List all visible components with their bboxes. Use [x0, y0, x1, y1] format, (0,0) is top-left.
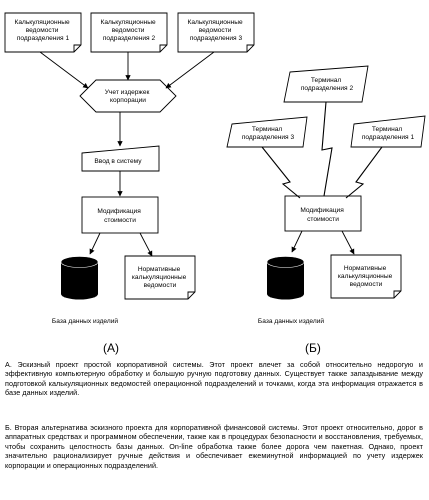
arrow-mod-to-db-a	[89, 232, 101, 255]
arrow-source3-to-cost	[165, 51, 215, 89]
source-3-text: Калькуляционные ведомости подразделения …	[188, 19, 245, 42]
database-cylinder-a	[60, 256, 99, 300]
terminal-1-text: Терминал подразделения 1	[362, 126, 415, 141]
document-normative-b	[330, 254, 402, 299]
terminal-1-shape	[350, 115, 426, 148]
document-source-2	[90, 12, 168, 53]
lightning-terminal2-to-mod	[321, 101, 333, 197]
source-1-text: Калькуляционные ведомости подразделения …	[15, 19, 72, 42]
cost-accounting-hexagon	[79, 79, 177, 113]
terminal-2-shape	[283, 65, 369, 103]
cost-accounting-text: Учет издержек корпорации	[105, 89, 151, 104]
terminal-3-text: Терминал подразделения 3	[242, 126, 295, 141]
caption-a: А. Эскизный проект простой корпоративной…	[5, 360, 423, 398]
normative-text-b: Нормативные калькуляционные ведомости	[338, 265, 394, 288]
lightning-terminal1-to-mod	[345, 146, 383, 199]
arrow-mod-to-norm-a	[139, 232, 153, 257]
modification-text-b: Модификация стоимости	[300, 207, 345, 223]
normative-text-a: Нормативные калькуляционные ведомости	[132, 266, 188, 289]
arrow-mod-to-norm-b	[341, 230, 355, 255]
modification-box-a	[81, 196, 159, 234]
document-normative-a	[124, 255, 196, 300]
document-source-3	[177, 12, 255, 53]
panel-label-a: (A)	[103, 341, 119, 355]
diagram-canvas: Калькуляционные ведомости подразделения …	[4, 12, 426, 325]
arrow-source1-to-cost	[39, 51, 89, 89]
database-cylinder-b	[266, 256, 305, 300]
input-text: Ввод в систему	[94, 158, 142, 165]
terminal-2-text: Терминал подразделения 2	[301, 77, 354, 92]
source-2-text: Калькуляционные ведомости подразделения …	[101, 19, 158, 42]
modification-text-a: Модификация стоимости	[97, 208, 142, 224]
database-text-b: База данных изделий	[258, 317, 324, 325]
document-source-1	[4, 12, 82, 53]
lightning-terminal3-to-mod	[261, 146, 301, 199]
modification-box-b	[284, 195, 362, 232]
manual-input-shape	[81, 145, 160, 172]
terminal-3-shape	[226, 116, 308, 148]
database-text-a: База данных изделий	[52, 317, 118, 325]
panel-label-b: (Б)	[305, 341, 321, 355]
arrow-mod-to-db-b	[291, 230, 303, 253]
caption-b: Б. Вторая альтернатива эскизного проекта…	[5, 423, 423, 470]
